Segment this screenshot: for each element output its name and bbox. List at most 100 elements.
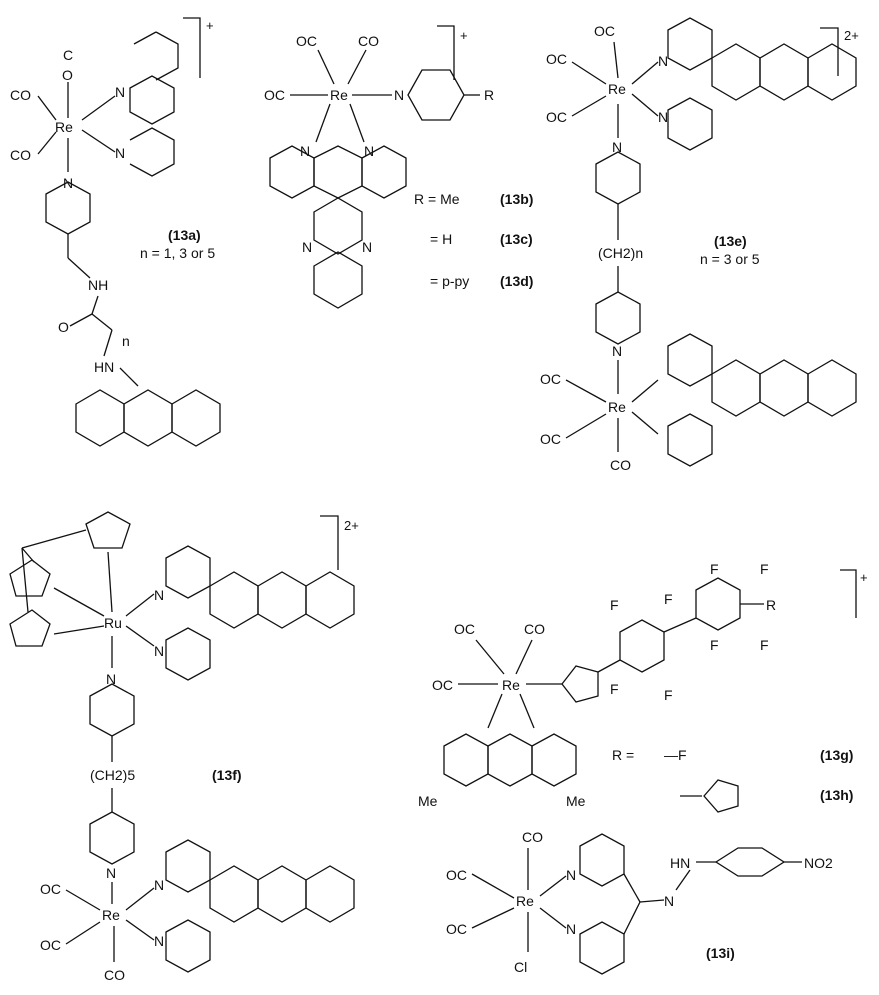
structure-13i: CO OC OC Re Cl N N N HN NO2 (13i) bbox=[446, 829, 833, 975]
substituent-13g: —F bbox=[664, 747, 687, 763]
fluorine-3: F bbox=[610, 681, 619, 697]
charge-13gh: + bbox=[860, 570, 868, 585]
pyridine-n-13f-bottom: N bbox=[106, 865, 116, 881]
pyridine-n-13e-bottom: N bbox=[612, 343, 622, 359]
carbonyl-13gh-3: OC bbox=[432, 677, 453, 693]
metal-13gh: Re bbox=[502, 677, 520, 693]
dppz-n4-13bd: N bbox=[362, 239, 372, 255]
carbonyl-13gh-2: CO bbox=[524, 621, 545, 637]
fluorine-2: F bbox=[664, 591, 673, 607]
pyridine-n1-13i: N bbox=[566, 867, 576, 883]
structure-13g-13h: + OC CO OC Re R F F F F F F F F Me Me R … bbox=[418, 561, 868, 813]
carbonyl-13bd-1: OC bbox=[296, 33, 317, 49]
metal-13e-top: Re bbox=[608, 81, 626, 97]
pyridine-n-13bd: N bbox=[394, 87, 404, 103]
carbonyl-13i-3: OC bbox=[446, 921, 467, 937]
structure-13f: 2+ Ru N N N (CH2)5 N Re OC OC CO bbox=[9, 511, 359, 983]
dppz-n2-13e-top: N bbox=[658, 109, 668, 125]
substituent-label-13gh: R = bbox=[612, 747, 634, 763]
metal-13bd: Re bbox=[330, 87, 348, 103]
amide-nh-13a: NH bbox=[88, 277, 108, 293]
pyridine-n2-13i: N bbox=[566, 921, 576, 937]
charge-13a: + bbox=[206, 18, 214, 33]
charge-13e: 2+ bbox=[844, 28, 859, 43]
dppz-n1-13bd: N bbox=[300, 143, 310, 159]
carbonyl-13e-2: OC bbox=[546, 51, 567, 67]
dppz-n3-13bd: N bbox=[302, 239, 312, 255]
carbonyl-13f-2: OC bbox=[40, 937, 61, 953]
carbonyl-13f-1: OC bbox=[40, 881, 61, 897]
compound-label-13c: (13c) bbox=[500, 231, 533, 247]
chloride-13i: Cl bbox=[514, 959, 527, 975]
charge-13f: 2+ bbox=[344, 518, 359, 533]
linker-13f: (CH2)5 bbox=[90, 767, 135, 783]
metal-13i: Re bbox=[516, 893, 534, 909]
compound-label-13a: (13a) bbox=[168, 227, 201, 243]
charge-bracket-13e bbox=[820, 27, 839, 76]
linker-13e: (CH2)n bbox=[598, 245, 643, 261]
charge-bracket-13gh bbox=[840, 569, 857, 618]
carbonyl-13e-5: OC bbox=[540, 431, 561, 447]
dppz-n1-13f-re: N bbox=[154, 877, 164, 893]
carbonyl-13e-6: CO bbox=[610, 457, 631, 473]
fluorine-6: F bbox=[760, 561, 769, 577]
carbonyl-13gh-1: OC bbox=[454, 621, 475, 637]
charge-bracket-13a bbox=[183, 17, 201, 78]
compound-label-13h: (13h) bbox=[820, 787, 853, 803]
carbonyl-13e-1: OC bbox=[594, 23, 615, 39]
compound-label-13f: (13f) bbox=[212, 767, 242, 783]
carbonyl-c-13a: C bbox=[63, 47, 73, 63]
bipy-n1-13a: N bbox=[115, 84, 125, 100]
carbonyl-13a-2: CO bbox=[10, 147, 31, 163]
methyl-1: Me bbox=[418, 793, 438, 809]
carbonyl-13i-2: OC bbox=[446, 867, 467, 883]
carbonyl-13e-3: OC bbox=[546, 109, 567, 125]
condition-13a: n = 1, 3 or 5 bbox=[140, 245, 215, 261]
fluorine-7: F bbox=[710, 637, 719, 653]
compound-label-13i: (13i) bbox=[706, 945, 735, 961]
carbonyl-13i-1: CO bbox=[522, 829, 543, 845]
compound-label-13b: (13b) bbox=[500, 191, 533, 207]
ru-center-13f: Ru bbox=[104, 615, 122, 631]
dppz-n2-13bd: N bbox=[364, 143, 374, 159]
structure-13e: 2+ OC OC OC Re N N N (CH2)n N Re OC OC C… bbox=[540, 17, 859, 473]
pyridine-n-13a: N bbox=[63, 175, 73, 191]
pyridine-n-13f-top: N bbox=[106, 671, 116, 687]
metal-13e-bottom: Re bbox=[608, 399, 626, 415]
carbonyl-13f-3: CO bbox=[104, 967, 125, 983]
carbonyl-amide-o-13a: O bbox=[58, 319, 69, 335]
substituent-13b: R = Me bbox=[414, 191, 460, 207]
dppz-n1-13e-top: N bbox=[658, 53, 668, 69]
dppz-n1-13f-ru: N bbox=[154, 587, 164, 603]
methyl-2: Me bbox=[566, 793, 586, 809]
r-group-13gh: R bbox=[766, 597, 776, 613]
fluorine-8: F bbox=[760, 637, 769, 653]
compound-label-13d: (13d) bbox=[500, 273, 533, 289]
re-center-13f: Re bbox=[102, 907, 120, 923]
dppz-n2-13f-ru: N bbox=[154, 643, 164, 659]
amine-hn-13a: HN bbox=[94, 359, 114, 375]
structure-13b-13d: + OC CO OC Re N R N N N N R = Me (13b) =… bbox=[264, 25, 533, 309]
fluorine-1: F bbox=[610, 597, 619, 613]
metal-13a: Re bbox=[55, 119, 73, 135]
substituent-13d: = p-py bbox=[430, 273, 469, 289]
carbonyl-13bd-3: OC bbox=[264, 87, 285, 103]
charge-13bd: + bbox=[460, 28, 468, 43]
hydrazone-hn-13i: HN bbox=[670, 855, 690, 871]
charge-bracket-13bd bbox=[437, 25, 455, 80]
dppz-n2-13f-re: N bbox=[154, 933, 164, 949]
substituent-13c: = H bbox=[430, 231, 452, 247]
carbonyl-13bd-2: CO bbox=[358, 33, 379, 49]
carbonyl-13e-4: OC bbox=[540, 371, 561, 387]
charge-bracket-13f bbox=[320, 515, 339, 570]
fluorine-5: F bbox=[710, 561, 719, 577]
carbonyl-13a-1: CO bbox=[10, 87, 31, 103]
hydrazone-n-13i: N bbox=[664, 893, 674, 909]
structure-13a: + Re C O CO CO N N N NH O n HN bbox=[10, 17, 221, 447]
compound-label-13g: (13g) bbox=[820, 747, 853, 763]
repeat-n-13a: n bbox=[122, 333, 130, 349]
pyridine-n-13e-top: N bbox=[612, 139, 622, 155]
fluorine-4: F bbox=[664, 687, 673, 703]
